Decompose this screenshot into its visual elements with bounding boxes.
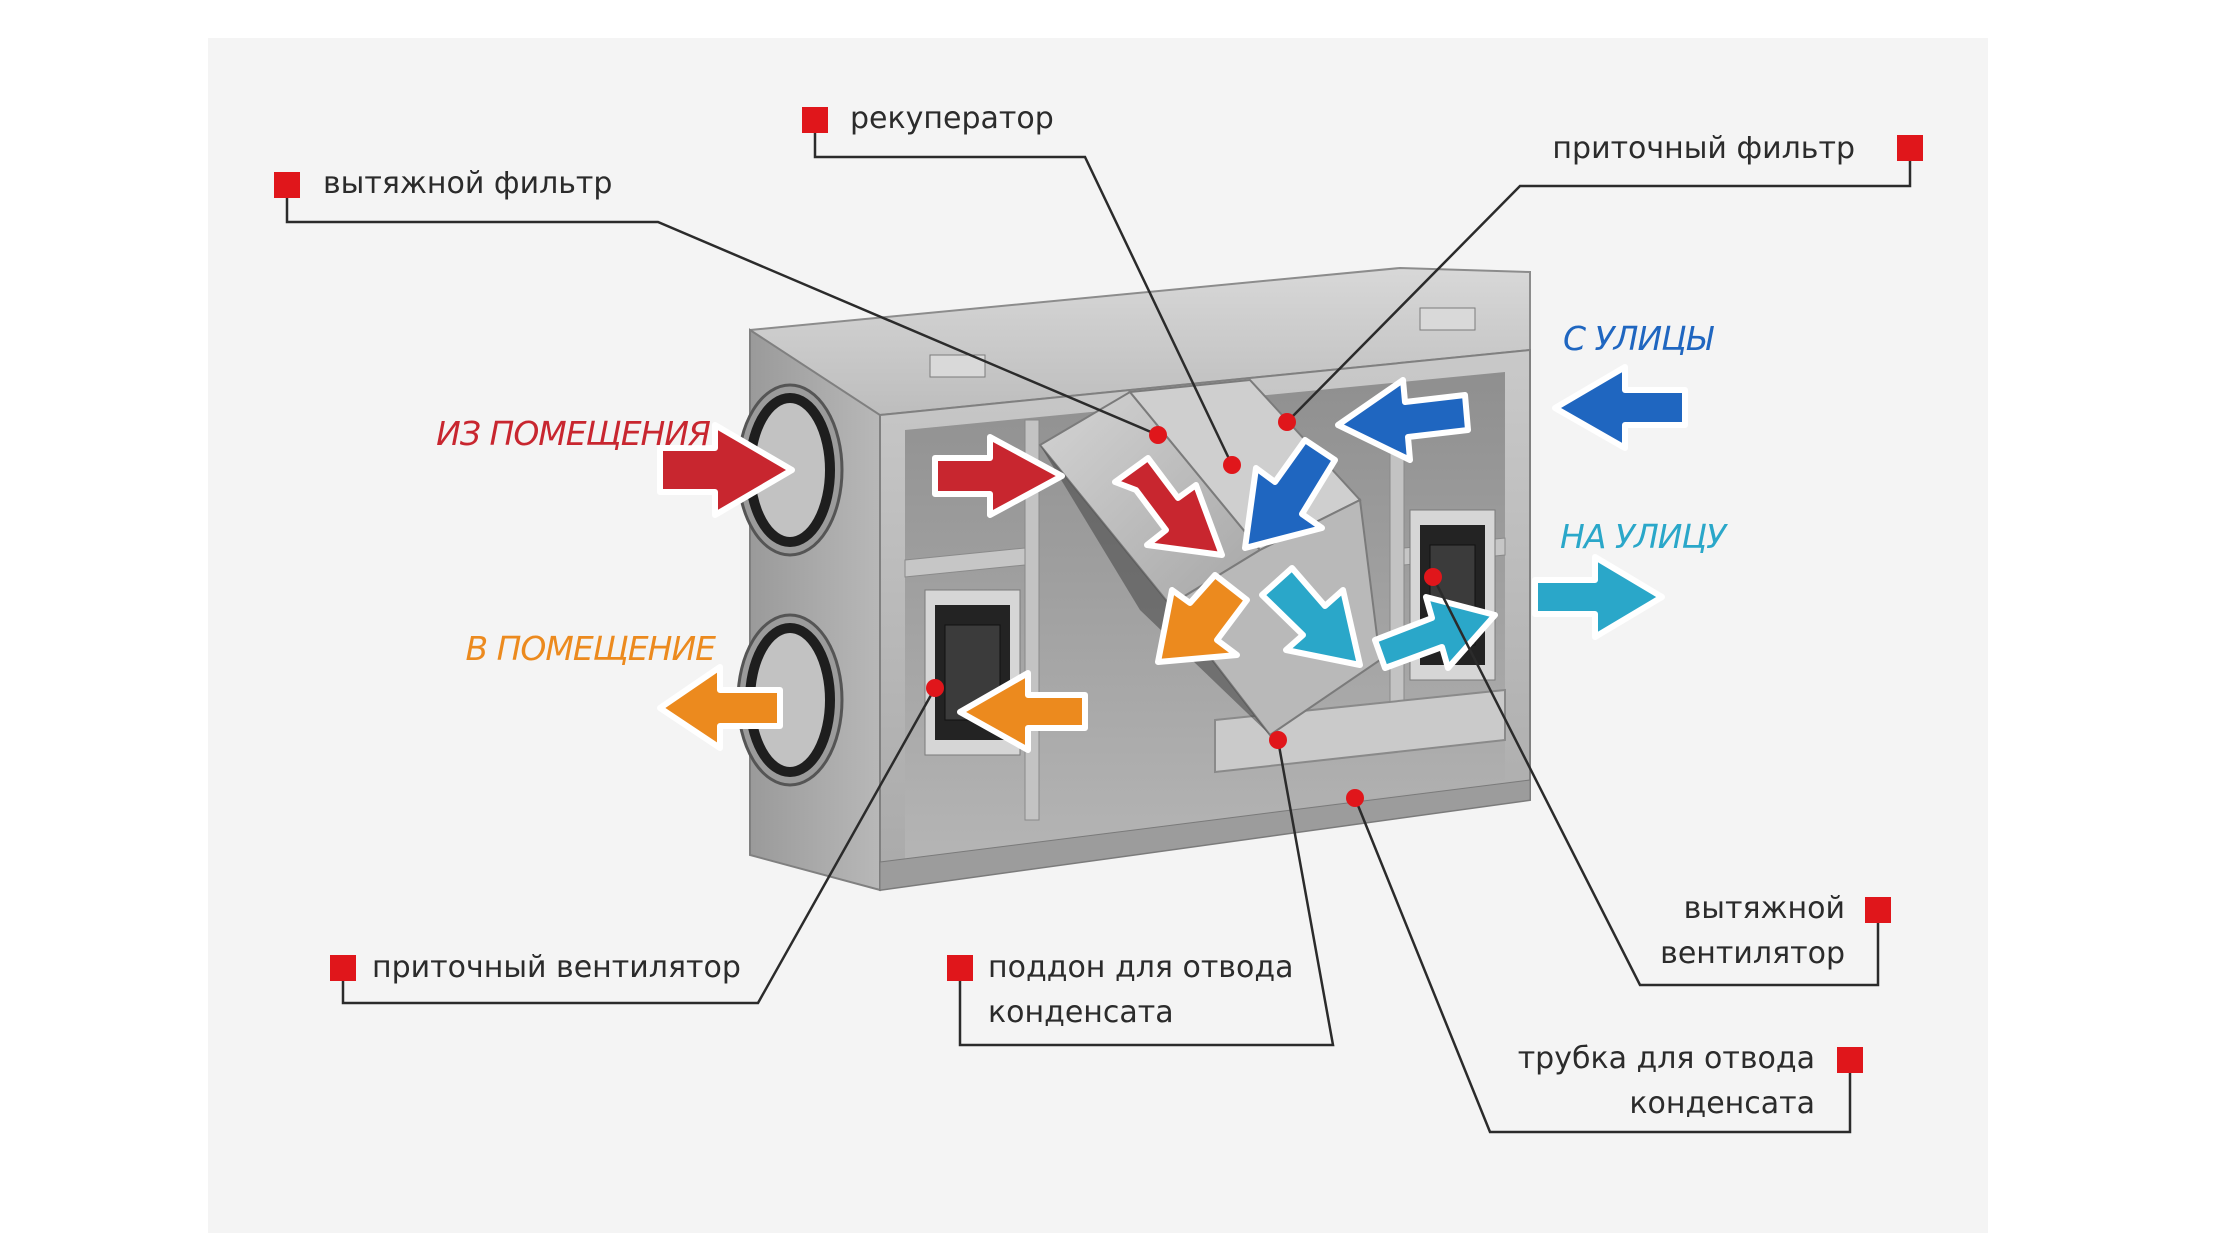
marker-supply-fan (330, 955, 356, 981)
housing-base (879, 779, 1531, 891)
label-supply-filter: приточный фильтр (1552, 131, 1855, 166)
dot-recuperator (1223, 456, 1241, 474)
left-shelf (904, 547, 1026, 578)
flow-label-to-room: В ПОМЕЩЕНИЕ (465, 629, 716, 668)
supply-air-arrows (657, 572, 1250, 753)
label-drain-tube-line-1: трубка для отвода (1518, 1041, 1815, 1076)
marker-extract-filter (274, 172, 300, 198)
label-supply-fan: приточный вентилятор (372, 950, 741, 985)
component-dots (926, 413, 1442, 807)
marker-extract-fan (1865, 897, 1891, 923)
arrow-from-street-outer (1552, 364, 1688, 451)
leader-drain-tube (1353, 797, 1852, 1134)
arrow-from-room-outer (657, 422, 795, 518)
marker-supply-filter (1897, 135, 1923, 161)
label-extract-fan-line-2: вентилятор (1660, 936, 1845, 971)
flow-label-to-street: НА УЛИЦУ (1560, 517, 1728, 556)
dot-drain-tube (1346, 789, 1364, 807)
dot-extract-fan (1424, 568, 1442, 586)
leader-drain-pan (958, 739, 1335, 1047)
dot-supply-fan (926, 679, 944, 697)
arrow-supply-fan (957, 670, 1088, 753)
arrow-to-street (1532, 554, 1665, 640)
label-drain-tube-line-2: конденсата (1629, 1086, 1815, 1121)
marker-recuperator (802, 107, 828, 133)
arrow-to-room (657, 664, 783, 751)
lower-spigot (736, 613, 844, 787)
drain-pan (1214, 688, 1506, 774)
dot-extract-filter (1149, 426, 1167, 444)
flow-labels: ИЗ ПОМЕЩЕНИЯ В ПОМЕЩЕНИЕ С УЛИЦЫ НА УЛИЦ… (436, 319, 1729, 668)
leader-lines (285, 120, 1912, 1134)
label-extract-filter: вытяжной фильтр (323, 166, 612, 201)
label-drain-pan-line-1: поддон для отвода (988, 950, 1293, 985)
outdoor-air-arrows (1242, 364, 1688, 551)
arrow-from-recuperator (1155, 572, 1250, 665)
exhaust-air-arrows (1259, 554, 1665, 671)
leader-recuperator (813, 120, 1234, 466)
label-recuperator: рекуператор (850, 101, 1054, 136)
leader-extract-fan (1431, 576, 1880, 987)
top-fitting-right (1419, 307, 1476, 331)
flow-label-from-street: С УЛИЦЫ (1563, 319, 1715, 358)
marker-drain-pan (947, 955, 973, 981)
label-markers (274, 107, 1923, 1073)
arrow-out-of-recuperator (1259, 565, 1363, 668)
arrow-into-recuperator (1242, 437, 1338, 551)
flow-label-from-room: ИЗ ПОМЕЩЕНИЯ (436, 414, 711, 453)
label-extract-fan-line-1: вытяжной (1684, 891, 1845, 926)
leader-supply-filter (1286, 148, 1912, 423)
supply-fan (924, 589, 1021, 756)
arrow-extract-fan (1372, 594, 1498, 671)
arrow-from-street-inner (1335, 377, 1471, 463)
ventilation-unit (736, 266, 1531, 892)
top-fitting-left (929, 354, 986, 378)
marker-drain-tube (1837, 1047, 1863, 1073)
extract-air-arrows (657, 422, 1225, 558)
arrow-to-recuperator (1112, 455, 1225, 558)
leader-supply-fan (341, 687, 937, 1005)
dot-supply-filter (1278, 413, 1296, 431)
leader-extract-filter (285, 185, 1159, 437)
dot-drain-pan (1269, 731, 1287, 749)
arrow-from-room-inner (932, 434, 1065, 518)
label-drain-pan-line-2: конденсата (988, 995, 1174, 1030)
component-labels: вытяжной фильтр рекуператор приточный фи… (323, 101, 1855, 1121)
